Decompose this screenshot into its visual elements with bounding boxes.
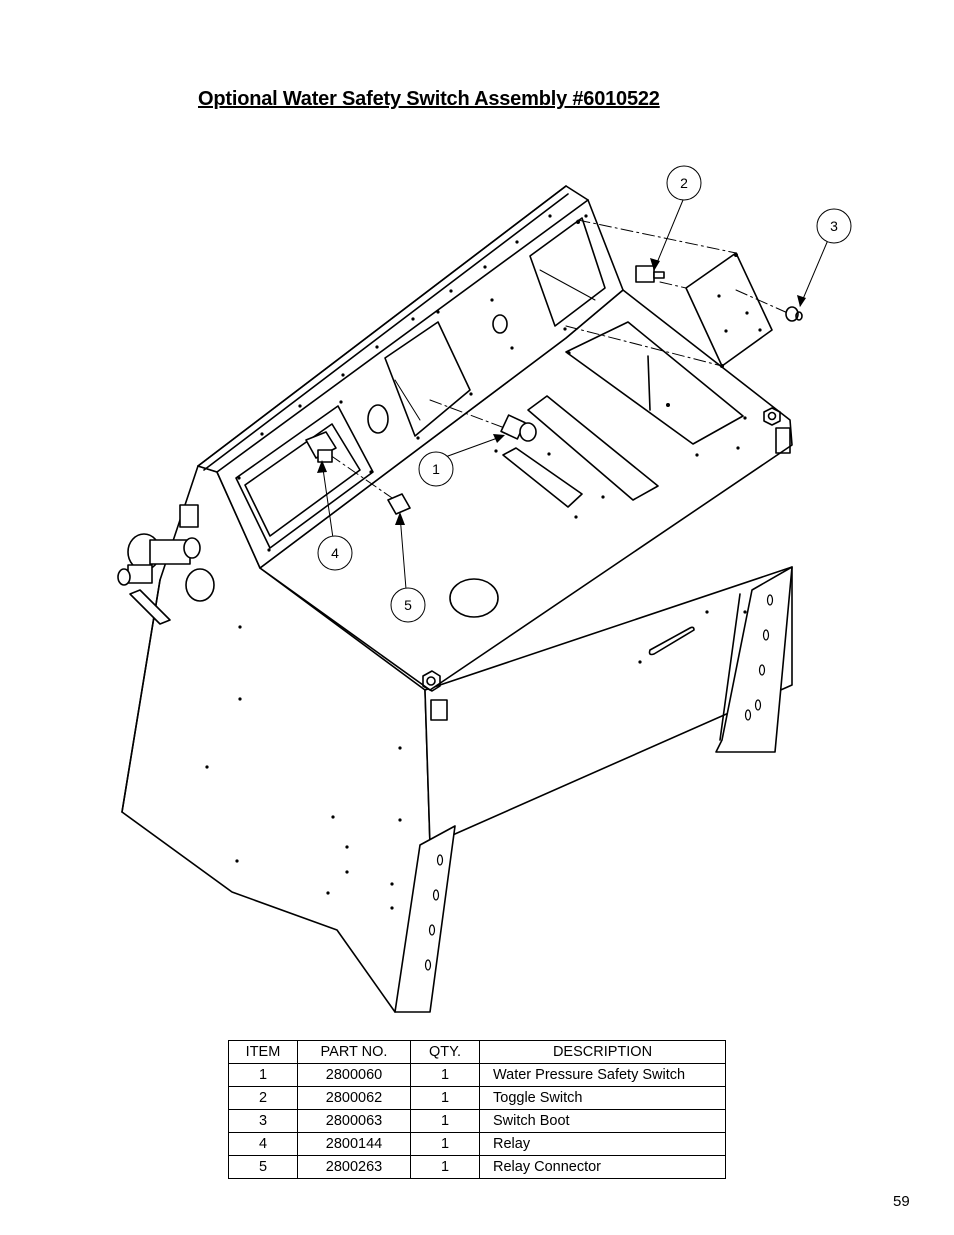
table-row: 4 2800144 1 Relay bbox=[228, 1132, 726, 1156]
back-panel bbox=[198, 186, 623, 568]
cell-item: 4 bbox=[228, 1132, 298, 1156]
cell-part-no: 2800263 bbox=[297, 1155, 411, 1179]
water-valve bbox=[118, 534, 214, 624]
table-row: 3 2800063 1 Switch Boot bbox=[228, 1109, 726, 1133]
cell-qty: 1 bbox=[410, 1132, 480, 1156]
cell-part-no: 2800063 bbox=[297, 1109, 411, 1133]
cell-qty: 1 bbox=[410, 1086, 480, 1110]
cell-description: Switch Boot bbox=[479, 1109, 726, 1133]
cell-item: 1 bbox=[228, 1063, 298, 1087]
switch-cover-plate bbox=[686, 253, 772, 366]
cell-part-no: 2800060 bbox=[297, 1063, 411, 1087]
header-part-no: PART NO. bbox=[297, 1040, 411, 1064]
table-row: 2 2800062 1 Toggle Switch bbox=[228, 1086, 726, 1110]
cell-part-no: 2800144 bbox=[297, 1132, 411, 1156]
cell-description: Toggle Switch bbox=[479, 1086, 726, 1110]
cell-description: Relay bbox=[479, 1132, 726, 1156]
page-number: 59 bbox=[893, 1193, 910, 1210]
callout-5: 5 bbox=[404, 597, 412, 613]
table-row: 1 2800060 1 Water Pressure Safety Switch bbox=[228, 1063, 726, 1087]
cell-description: Water Pressure Safety Switch bbox=[479, 1063, 726, 1087]
cell-part-no: 2800062 bbox=[297, 1086, 411, 1110]
cell-qty: 1 bbox=[410, 1063, 480, 1087]
right-leg bbox=[716, 567, 792, 752]
table-header-row: ITEM PART NO. QTY. DESCRIPTION bbox=[228, 1040, 726, 1064]
cell-item: 2 bbox=[228, 1086, 298, 1110]
cell-qty: 1 bbox=[410, 1109, 480, 1133]
front-leg bbox=[395, 826, 455, 1012]
header-qty: QTY. bbox=[410, 1040, 480, 1064]
callout-1: 1 bbox=[432, 461, 440, 477]
page-title: Optional Water Safety Switch Assembly #6… bbox=[198, 88, 660, 110]
callout-2: 2 bbox=[680, 175, 688, 191]
header-item: ITEM bbox=[228, 1040, 298, 1064]
header-description: DESCRIPTION bbox=[479, 1040, 726, 1064]
assembly-drawing: 2 3 1 4 5 bbox=[0, 0, 954, 1035]
front-panel bbox=[425, 567, 792, 845]
cell-description: Relay Connector bbox=[479, 1155, 726, 1179]
cell-item: 3 bbox=[228, 1109, 298, 1133]
cell-qty: 1 bbox=[410, 1155, 480, 1179]
table-row: 5 2800263 1 Relay Connector bbox=[228, 1155, 726, 1179]
callout-3: 3 bbox=[830, 218, 838, 234]
callout-4: 4 bbox=[331, 545, 339, 561]
cell-item: 5 bbox=[228, 1155, 298, 1179]
parts-table: ITEM PART NO. QTY. DESCRIPTION 1 2800060… bbox=[228, 1040, 726, 1179]
